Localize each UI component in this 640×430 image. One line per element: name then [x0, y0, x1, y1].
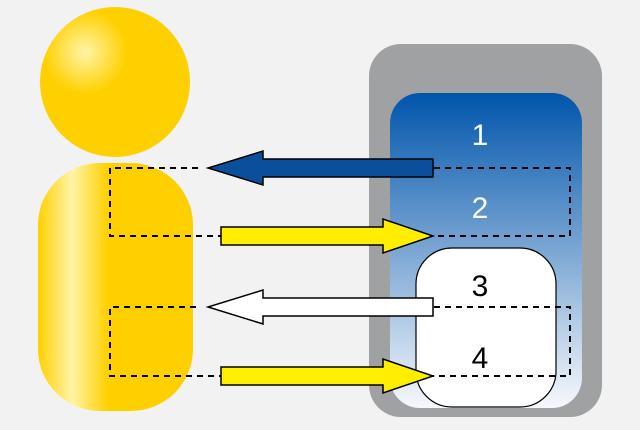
person-head — [40, 7, 190, 157]
screen-inner-panel — [415, 247, 557, 408]
label-2: 2 — [472, 192, 489, 225]
person-body — [38, 163, 193, 411]
person-icon — [38, 7, 193, 411]
device-icon — [369, 44, 602, 417]
arrow-2-to-device — [220, 217, 436, 255]
label-1: 1 — [472, 119, 489, 152]
label-3: 3 — [472, 270, 489, 303]
arrow-4-to-device — [220, 357, 436, 395]
label-4: 4 — [472, 342, 489, 375]
arrow-3-to-person — [205, 288, 434, 326]
arrow-1-to-person — [205, 149, 434, 187]
